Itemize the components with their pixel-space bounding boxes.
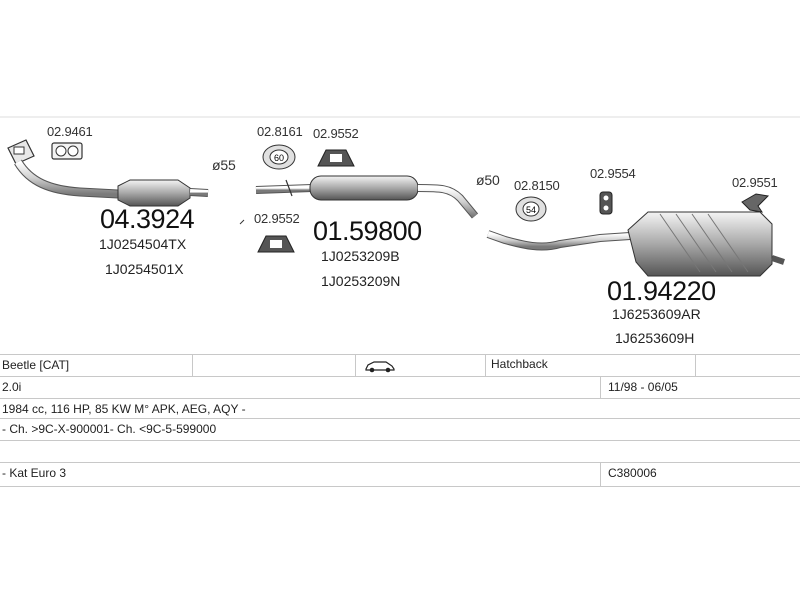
table-divider [0,462,800,463]
part-number[interactable]: 01.59800 [313,216,422,246]
accessory-label: 02.9552 [313,126,359,141]
clamp-size-54: 54 [526,205,536,215]
table-divider [192,354,193,376]
oem-code: 1J0254504TX [99,236,187,252]
accessory-label: 02.9551 [732,175,778,190]
accessory-label: 02.9554 [590,166,636,181]
rear-silencer-part[interactable] [627,211,785,277]
chassis-cell: - Ch. >9C-X-900001- Ch. <9C-5-599000 [2,422,217,436]
accessory-label: 02.8161 [257,124,303,139]
rubber-hanger-icon[interactable] [257,235,295,253]
emission-cell: - Kat Euro 3 [2,466,67,480]
exhaust-drawing: 60 54 [0,116,800,277]
table-divider [600,462,601,486]
diameter-label: ø50 [476,172,500,188]
production-cell: 11/98 - 06/05 [608,380,678,394]
middle-silencer-part[interactable] [255,175,479,219]
front-flange-icon [7,139,35,165]
part-number[interactable]: 04.3924 [100,204,195,234]
accessory-label: 02.9461 [47,124,93,139]
oem-code: 1J6253609H [615,330,695,346]
oem-code: 1J6253609AR [612,306,701,322]
table-divider [695,354,696,376]
table-divider [485,354,486,376]
rubber-hanger-icon[interactable] [317,149,355,167]
table-divider [355,354,356,376]
catalog-code-cell: C380006 [608,466,657,480]
exhaust-diagram: 60 54 [0,116,800,346]
clamp-icon[interactable]: 54 [515,196,547,222]
oem-code: 1J0254501X [105,261,184,277]
bracket-icon[interactable] [741,193,770,213]
oem-code: 1J0253209N [321,273,401,289]
diameter-label: ø55 [212,157,236,173]
table-divider [0,418,800,419]
clamp-icon[interactable]: 60 [262,144,296,170]
clamp-size-60: 60 [274,153,284,163]
table-divider [0,376,800,377]
gasket-icon[interactable] [51,142,83,160]
table-divider [600,376,601,398]
table-divider [0,398,800,399]
accessory-label: 02.9552 [254,211,300,226]
engine-cell: 2.0i [2,380,22,394]
oem-code: 1J0253209B [321,248,400,264]
body-type-cell: Hatchback [491,357,548,371]
table-divider [0,486,800,487]
table-divider [0,354,800,355]
catalytic-converter-part[interactable] [14,159,209,207]
rubber-hanger-icon[interactable] [599,191,613,215]
rear-pipe-part[interactable] [486,230,631,251]
car-icon [364,359,396,378]
table-divider [0,440,800,441]
accessory-label: 02.8150 [514,178,560,193]
spec-cell: 1984 cc, 116 HP, 85 KW M° APK, AEG, AQY … [2,402,246,416]
part-number[interactable]: 01.94220 [607,276,716,306]
model-cell: Beetle [CAT] [2,358,70,372]
